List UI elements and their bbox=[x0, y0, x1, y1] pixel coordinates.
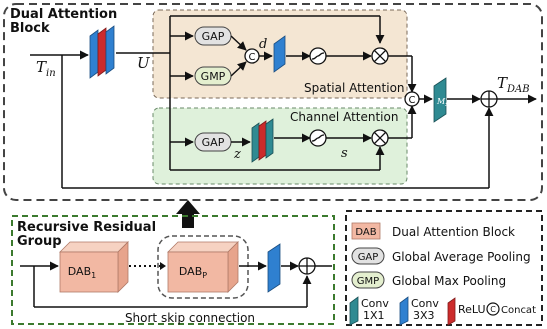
spatial-attention-title: Spatial Attention bbox=[304, 81, 405, 95]
multiply-spatial-node bbox=[371, 47, 389, 65]
dabp-highlight bbox=[157, 235, 249, 299]
svg-text:Concat: Concat bbox=[501, 305, 536, 316]
svg-text:Dual Attention Block: Dual Attention Block bbox=[392, 225, 515, 239]
add-final-node bbox=[480, 90, 498, 108]
d-label: d bbox=[259, 37, 267, 52]
dab-title-line1: Dual Attention bbox=[10, 7, 117, 22]
svg-text:Conv: Conv bbox=[411, 297, 439, 310]
svg-text:ReLU: ReLU bbox=[458, 303, 486, 316]
svg-text:GAP: GAP bbox=[202, 30, 225, 43]
svg-text:C: C bbox=[409, 95, 416, 106]
svg-text:GAP: GAP bbox=[358, 252, 379, 263]
dabp-block: DABP bbox=[167, 241, 239, 293]
dual-attention-block-frame bbox=[3, 3, 543, 201]
legend-relu: ReLU bbox=[447, 297, 486, 326]
svg-text:Global Max Pooling: Global Max Pooling bbox=[392, 274, 506, 288]
svg-text:GAP: GAP bbox=[202, 136, 225, 149]
gap-channel-box: GAP bbox=[194, 132, 232, 152]
channel-attention-title: Channel Attention bbox=[290, 110, 398, 124]
svg-text:3X3: 3X3 bbox=[413, 309, 435, 322]
concat-final-node: C bbox=[404, 91, 420, 107]
channel-attention-region bbox=[152, 107, 408, 185]
output-label: TDAB bbox=[497, 74, 530, 95]
dab1-block: DAB1 bbox=[59, 241, 129, 293]
u-label: U bbox=[137, 54, 151, 72]
legend-concat: C Concat bbox=[486, 302, 536, 316]
z-label: z bbox=[233, 147, 241, 162]
spatial-conv bbox=[273, 35, 286, 73]
rrg-title-line1: Recursive Residual bbox=[17, 220, 156, 235]
legend-dab: DAB Dual Attention Block bbox=[351, 222, 515, 240]
legend-frame bbox=[345, 210, 543, 326]
svg-text:DAB1: DAB1 bbox=[68, 265, 96, 280]
svg-text:GMP: GMP bbox=[357, 276, 379, 287]
gmp-box: GMP bbox=[194, 66, 232, 86]
rrg-conv bbox=[267, 243, 281, 293]
ms-conv: Ms bbox=[433, 77, 448, 123]
input-label: Tin bbox=[36, 58, 56, 79]
legend-conv3x3: Conv 3X3 bbox=[399, 296, 439, 326]
rrg-title-line2: Group bbox=[17, 234, 62, 249]
svg-text:DAB: DAB bbox=[355, 227, 376, 238]
gap-spatial-box: GAP bbox=[194, 26, 232, 46]
svg-text:Conv: Conv bbox=[361, 297, 389, 310]
rrg-frame bbox=[11, 215, 335, 325]
legend-gap: GAP Global Average Pooling bbox=[351, 247, 531, 265]
svg-text:1X1: 1X1 bbox=[363, 309, 385, 322]
dab-title-line2: Block bbox=[10, 21, 50, 36]
sigmoid-spatial-node bbox=[309, 47, 327, 65]
s-label: s bbox=[341, 146, 348, 161]
channel-conv-stack bbox=[251, 118, 274, 163]
svg-text:Ms: Ms bbox=[436, 97, 448, 108]
rrg-add-node bbox=[298, 257, 316, 275]
legend-gmp: GMP Global Max Pooling bbox=[351, 271, 506, 289]
svg-text:DABP: DABP bbox=[179, 265, 207, 280]
concat-spatial-node: C bbox=[244, 48, 260, 64]
short-skip-label: Short skip connection bbox=[125, 311, 255, 325]
sigmoid-channel-node bbox=[309, 129, 327, 147]
conv-relu-conv-stack bbox=[89, 25, 115, 79]
legend-conv1x1: Conv 1X1 bbox=[349, 296, 389, 326]
svg-text:C: C bbox=[249, 52, 256, 63]
svg-text:Global Average Pooling: Global Average Pooling bbox=[392, 250, 531, 264]
svg-text:C: C bbox=[490, 305, 496, 314]
multiply-channel-node bbox=[371, 129, 389, 147]
svg-text:GMP: GMP bbox=[201, 70, 226, 83]
